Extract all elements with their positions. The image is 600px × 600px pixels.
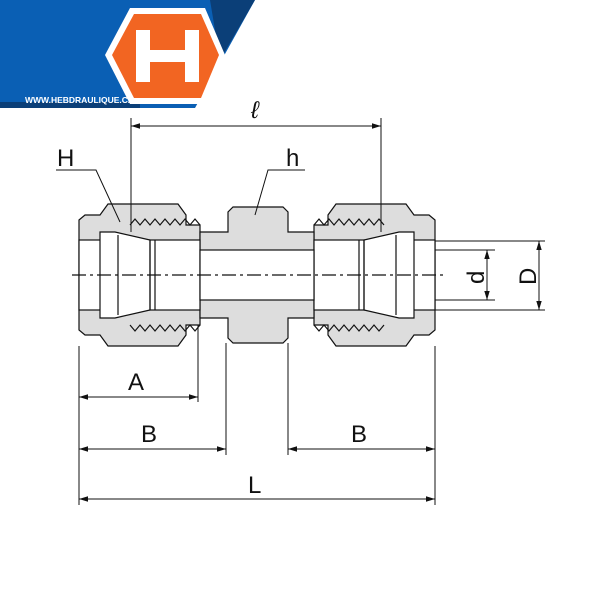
- dimensions: [56, 118, 545, 505]
- label-d: d: [463, 271, 490, 284]
- label-nut-H: H: [57, 145, 74, 172]
- label-D: D: [515, 268, 542, 285]
- label-B-right: B: [351, 421, 367, 448]
- logo-hexagon: [105, 8, 225, 104]
- fitting-body: [78, 203, 436, 347]
- website-url: WWW.HEBDRAULIQUE.CA: [25, 95, 134, 105]
- label-A: A: [128, 369, 144, 396]
- brand-banner: WWW.HEBDRAULIQUE.CA: [0, 0, 255, 108]
- label-B-left: B: [141, 421, 157, 448]
- label-hex-h: h: [286, 145, 299, 172]
- label-L: L: [248, 472, 261, 499]
- label-length-l: ℓ: [250, 97, 260, 124]
